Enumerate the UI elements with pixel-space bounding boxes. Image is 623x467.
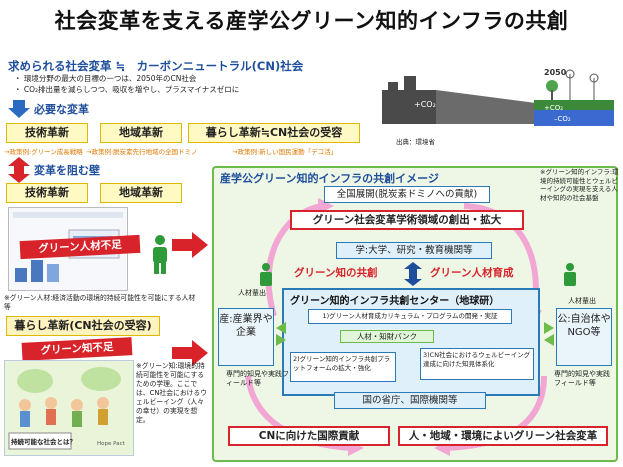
talent-bank-box: 人材・知財バンク: [340, 330, 434, 343]
center-title: グリーン知的インフラ共創センター（地球研）: [290, 296, 500, 307]
item2-box: 2)グリーン知的インフラ共創プラットフォームの拡大・強化: [290, 352, 396, 382]
bullet-2: ・ CO₂排出量を減らしつつ、吸収を増やし、プラスマイナスゼロに: [14, 85, 240, 94]
subtitle: 求められる社会変革 ≒ カーボンニュートラル(CN)社会: [8, 59, 304, 73]
hr-output-left: 人材輩出: [238, 289, 266, 297]
graph-co2-2: +CO₂: [544, 104, 564, 112]
right-arrow-red-icon: [172, 232, 208, 258]
cn-graph: 2050 +CO₂ +CO₂ –CO₂: [374, 60, 622, 134]
industry-link-arrow-icon: [276, 322, 286, 346]
item1-box: 1)グリーン人材育成カリキュラム・プログラムの開発・実証: [308, 309, 512, 324]
page-title: 社会変革を支える産学公グリーン知的インフラの共創: [54, 9, 569, 33]
talent-development-label: グリーン人材育成: [430, 267, 514, 279]
down-arrow-icon: [8, 100, 30, 118]
bullet-1-text: 環境分野の最大の目標の一つは、2050年のCN社会: [23, 74, 197, 83]
item3-box: 3)CN社会におけるウェルビーイング達成に向けた知見体系化: [420, 348, 534, 380]
sustainable-society-illustration: 持続可能な社会とは？ Hope Pact: [4, 360, 134, 456]
nationwide-box: 全国展開(脱炭素ドミノへの貢献): [324, 186, 490, 203]
vertical-double-arrow-icon: [404, 262, 422, 286]
ministry-box: 国の省庁、国際機関等: [334, 392, 486, 409]
knowledge-shortage-ribbon: グリーン知不足: [21, 337, 133, 361]
barrier-header: 変革を阻む壁: [34, 164, 100, 177]
policy-note-2: →政策例:脱炭素先行地域の全国ドミノ: [86, 148, 198, 156]
side-note: ※グリーン知的インフラ:環境的持続可能性とウェルビーイングの実現を支える人材や知…: [540, 168, 619, 202]
graph-co2-3: –CO₂: [554, 115, 571, 123]
intl-contribution-box: CNに向けた国際貢献: [228, 426, 390, 446]
hr-output-right: 人材輩出: [568, 297, 596, 305]
illustration-caption: 持続可能な社会とは？: [11, 438, 76, 446]
talent-note: ※グリーン人材:経済活動の環境的持続可能性を可能にする人材等: [4, 294, 196, 311]
field-right: 専門的知見や実践フィールド等: [554, 370, 610, 387]
knowledge-cocreation-label: グリーン知の共創: [294, 267, 378, 279]
people-illustration-icon: [8, 367, 121, 450]
bullet-1: ・ 環境分野の最大の目標の一つは、2050年のCN社会: [14, 74, 197, 83]
policy-note-3: →政策例:新しい国民運動「デコ活」: [232, 148, 338, 156]
person-left-icon: [260, 263, 272, 286]
academia-box: 学:大学、研究・教育機関等: [336, 242, 492, 259]
public-box: 公:自治体やNGO等: [556, 308, 612, 366]
person-green-icon: [153, 235, 167, 274]
bullet-2-text: CO₂排出量を減らしつつ、吸収を増やし、プラスマイナスゼロに: [23, 85, 240, 94]
barrier-region-box: 地域革新: [100, 183, 182, 203]
graph-co2-1: +CO₂: [414, 100, 436, 109]
illustration-credit: Hope Pact: [97, 441, 125, 447]
need-life-box: 暮らし革新≒CN社会の受容: [188, 123, 360, 143]
public-link-arrow-icon: [544, 322, 554, 346]
need-header: 必要な変革: [34, 103, 89, 116]
industry-box: 産:産業界や企業: [218, 308, 274, 366]
field-left: 専門的知見や実践フィールド等: [226, 370, 289, 387]
panel-title: 産学公グリーン知的インフラの共創イメージ: [220, 172, 439, 185]
life-innovation-box: 暮らし革新(CN社会の受容): [6, 316, 160, 336]
graph-year: 2050: [544, 68, 567, 77]
right-arrow-red-icon-2: [172, 340, 208, 366]
cn-balance-graph-icon: [382, 69, 614, 126]
updown-arrow-icon: [8, 157, 30, 183]
policy-note-1: →政策例:グリーン成長戦略: [4, 148, 83, 156]
knowledge-note: ※グリーン知:環境的持続可能性を可能にするための学理。ここでは、CN社会における…: [136, 362, 208, 424]
need-region-box: 地域革新: [100, 123, 182, 143]
person-right-icon: [564, 263, 576, 286]
need-tech-box: 技術革新: [6, 123, 88, 143]
academic-field-box: グリーン社会変革学術領域の創出・拡大: [290, 210, 524, 230]
social-change-box: 人・地域・環境によいグリーン社会変革: [398, 426, 608, 446]
source-label: 出典：環境省: [396, 138, 435, 146]
barrier-tech-box: 技術革新: [6, 183, 88, 203]
